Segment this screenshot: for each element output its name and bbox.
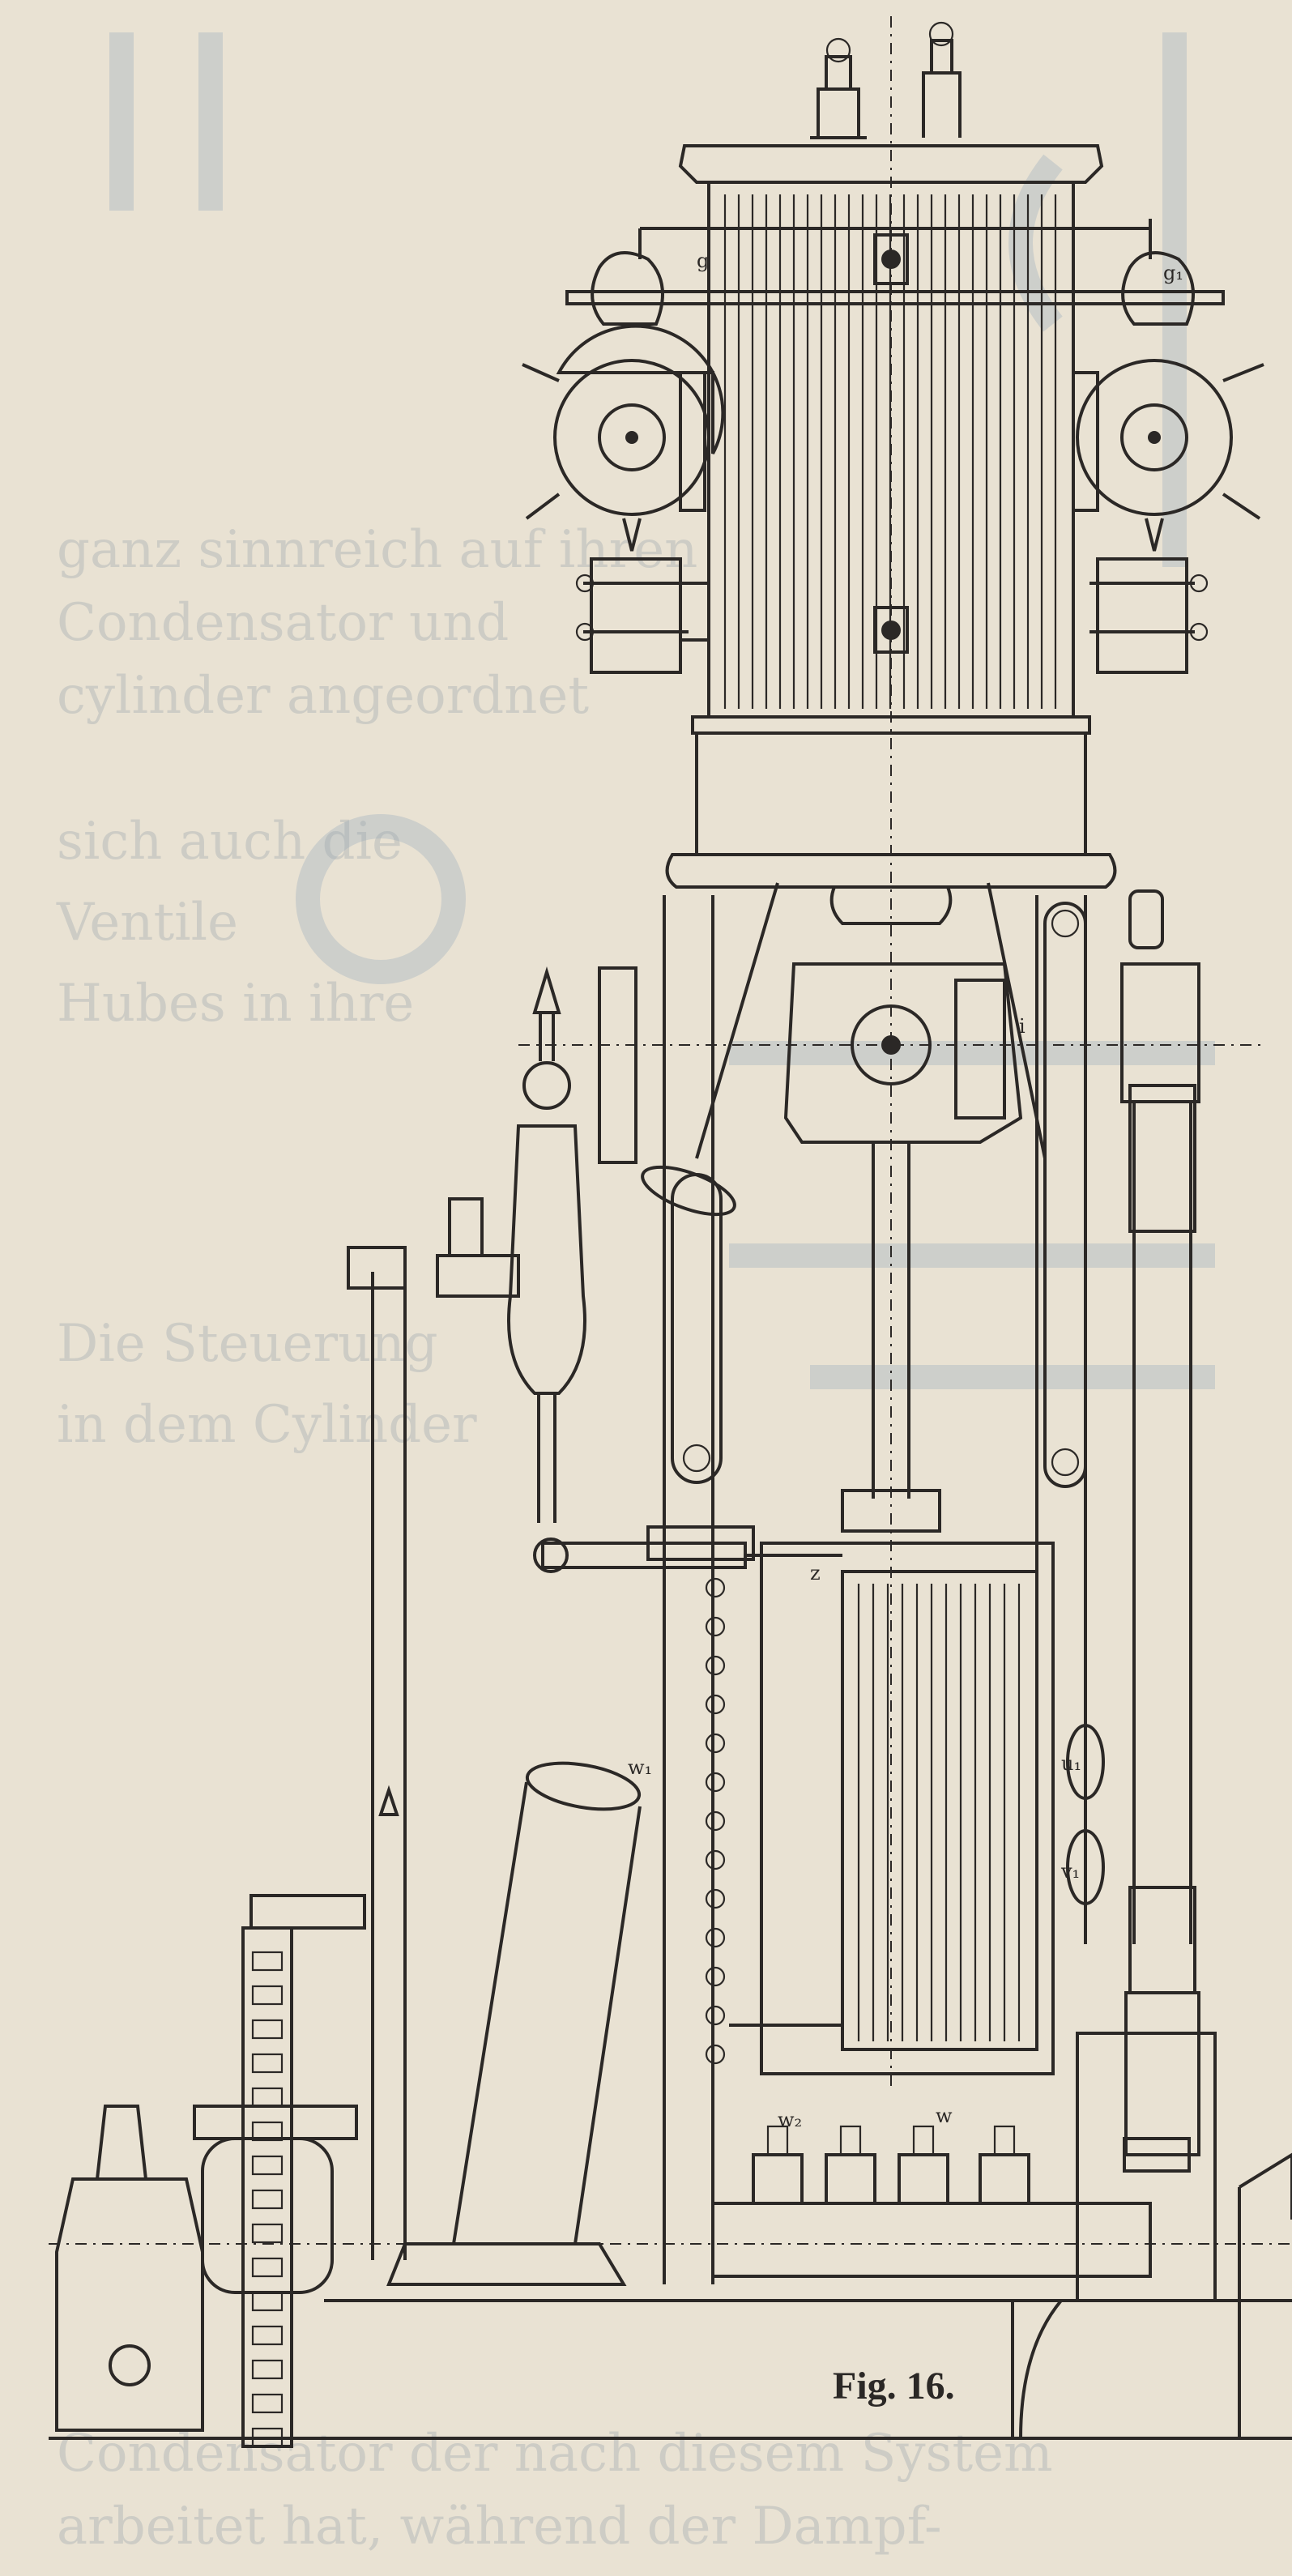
label-w1: w₁	[628, 1756, 652, 1779]
label-i: i	[1019, 1015, 1025, 1038]
right-valve-chest	[1072, 251, 1264, 674]
show-through-layer: ganz sinnreich auf ihren Condensator und…	[56, 32, 1215, 2557]
base-valves	[752, 2125, 1030, 2205]
rack-column	[241, 1926, 293, 2448]
lower-cylinder-ribs	[857, 1584, 1021, 2041]
label-z: z	[810, 1562, 821, 1584]
rack-slot	[251, 2087, 284, 2108]
base-valve-body	[979, 2153, 1030, 2205]
flange-bolt	[705, 1927, 726, 1948]
flange-bolt	[705, 1772, 726, 1793]
show-through-line: arbeitet hat, während der Dampf-	[57, 2497, 942, 2557]
base-valve-stem	[993, 2125, 1016, 2156]
flange-bolt	[705, 2005, 726, 2026]
label-w2: w₂	[778, 2109, 802, 2131]
base-valve-body	[752, 2153, 804, 2205]
flange-bolt	[705, 1694, 726, 1715]
flange-bolt	[705, 1810, 726, 1832]
left-auxiliary	[55, 1246, 642, 2448]
show-through-line: in dem Cylinder	[57, 1395, 477, 1455]
lower-cylinder: u₁ v₁ z w₁ w₂ w	[533, 1525, 1105, 2131]
rack-frame	[241, 1926, 293, 2448]
flange-bolt	[705, 1733, 726, 1754]
base-valve-stem	[839, 2125, 862, 2156]
show-through-line: cylinder angeordnet	[57, 666, 589, 726]
rack-slot	[251, 2223, 284, 2244]
flange-bolts	[705, 1577, 726, 2065]
figure-caption: Fig. 16.	[833, 2365, 955, 2408]
rack-slot	[251, 1951, 284, 1972]
rack-slot	[251, 2291, 284, 2312]
rack-slot	[251, 2053, 284, 2074]
flange-bolt	[705, 1849, 726, 1870]
rack-slot	[251, 2155, 284, 2176]
label-w: w	[936, 2105, 953, 2127]
flange-bolt	[705, 1616, 726, 1637]
show-through-line: sich auch die	[57, 812, 403, 872]
base-valve-stem	[766, 2125, 789, 2156]
label-g1: g₁	[1163, 262, 1183, 284]
flange-bolt	[705, 1966, 726, 1987]
label-u1: u₁	[1061, 1752, 1081, 1775]
show-through-line: Die Steuerung	[57, 1314, 438, 1374]
base	[49, 2032, 1292, 2440]
show-through-line: ganz sinnreich auf ihren	[57, 520, 697, 580]
cylinder-ribs	[723, 194, 1057, 709]
rack-slot	[251, 2359, 284, 2380]
left-valve-chest	[522, 251, 725, 674]
frame: i	[436, 882, 1264, 2284]
rack-slot	[251, 2257, 284, 2278]
rack-slot	[251, 1985, 284, 2006]
rack-slot	[251, 2019, 284, 2040]
rack-slot	[251, 2189, 284, 2210]
flange-bolt	[705, 2044, 726, 2065]
base-valve-body	[898, 2153, 949, 2205]
flange-bolt	[705, 1888, 726, 1909]
label-g: g	[697, 249, 709, 272]
rack-slot	[251, 2393, 284, 2414]
rack-slot	[251, 2325, 284, 2346]
base-valve-stem	[912, 2125, 935, 2156]
flange-bolt	[705, 1655, 726, 1676]
show-through-line: Ventile	[56, 893, 238, 953]
label-v1: v₁	[1060, 1860, 1080, 1883]
show-through-line: Hubes in ihre	[57, 974, 414, 1034]
show-through-line: Condensator und	[57, 593, 509, 653]
base-valve-body	[825, 2153, 876, 2205]
flange-bolt	[705, 1577, 726, 1598]
show-through-line: Condensator der nach diesem System	[57, 2424, 1053, 2484]
